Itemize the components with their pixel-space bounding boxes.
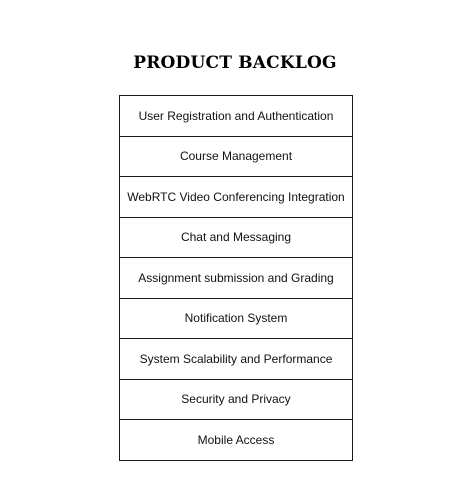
backlog-title: PRODUCT BACKLOG [133, 53, 337, 73]
backlog-item: System Scalability and Performance [120, 339, 352, 380]
backlog-item: WebRTC Video Conferencing Integration [120, 177, 352, 218]
backlog-item: Chat and Messaging [120, 218, 352, 258]
backlog-item: Notification System [120, 299, 352, 339]
backlog-item: Security and Privacy [120, 380, 352, 420]
backlog-item: Course Management [120, 137, 352, 177]
backlog-item: User Registration and Authentication [120, 96, 352, 137]
backlog-item: Assignment submission and Grading [120, 258, 352, 299]
backlog-list: User Registration and Authentication Cou… [119, 95, 353, 461]
backlog-item: Mobile Access [120, 420, 352, 461]
